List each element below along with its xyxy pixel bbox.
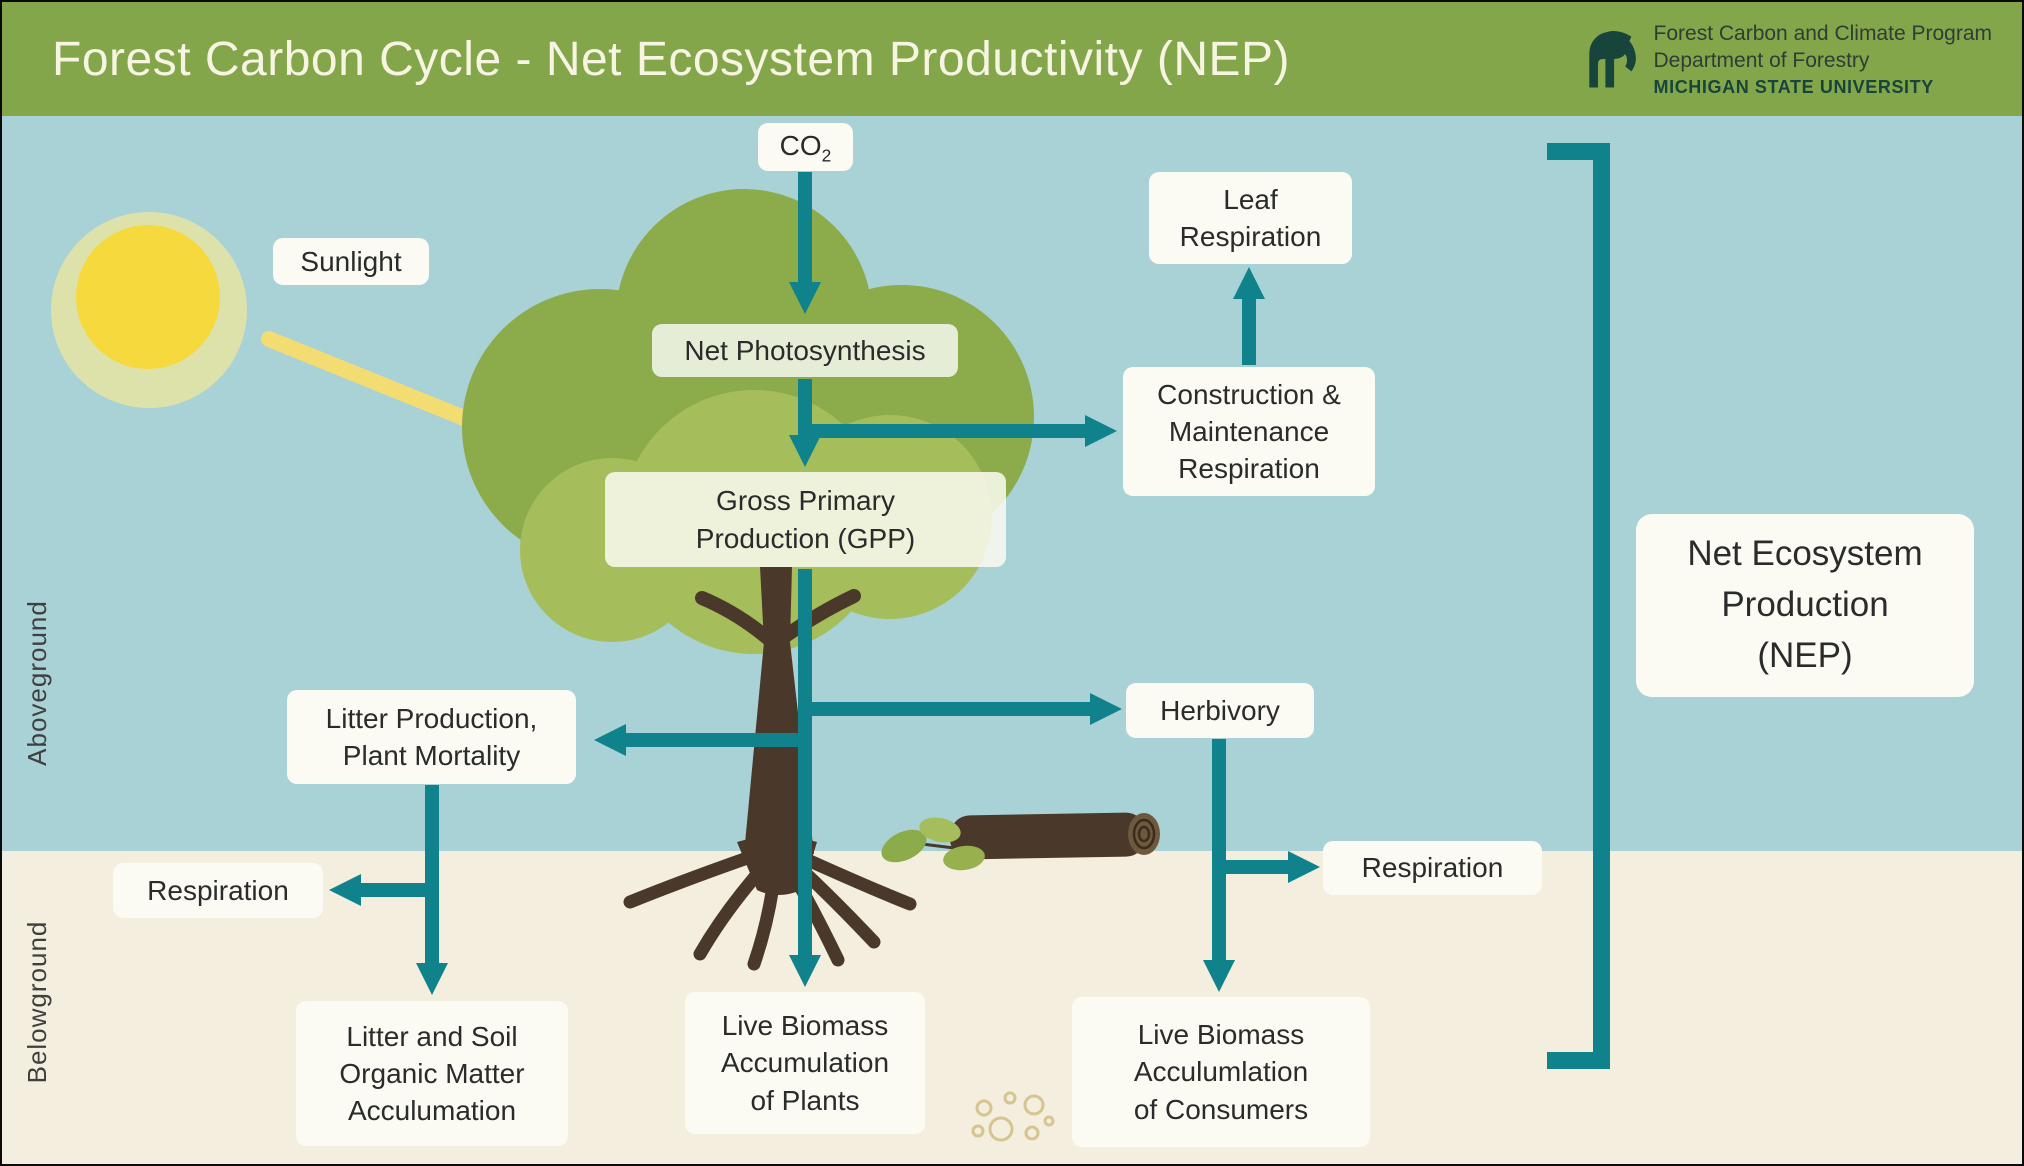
construction-line: Construction & bbox=[1157, 378, 1341, 410]
litter-production-label: Litter Production, Plant Mortality bbox=[287, 690, 576, 784]
gpp-label: Gross Primary Production (GPP) bbox=[605, 472, 1006, 567]
nep-line: Production bbox=[1721, 585, 1889, 625]
consumers-biomass-line: Acculumlation bbox=[1133, 1056, 1309, 1088]
net-photosynthesis-text: Net Photosynthesis bbox=[684, 334, 926, 366]
co2-label: CO2 bbox=[758, 123, 853, 171]
litter-production-line: Plant Mortality bbox=[342, 740, 521, 771]
herbivory-label: Herbivory bbox=[1126, 683, 1314, 738]
litter-soil-organic-matter-label: Litter and Soil Organic Matter Acculumat… bbox=[296, 1001, 568, 1146]
plants-biomass-line: Accumulation bbox=[720, 1047, 890, 1079]
herbivory-text: Herbivory bbox=[1160, 694, 1280, 726]
soil-respiration-label: Respiration bbox=[113, 863, 323, 918]
msu-logo-block: Forest Carbon and Climate Program Depart… bbox=[1583, 20, 1992, 99]
consumer-respiration-text: Respiration bbox=[1361, 852, 1504, 884]
sunlight-label: Sunlight bbox=[273, 238, 429, 285]
consumers-biomass-line: Live Biomass bbox=[1137, 1019, 1305, 1051]
gpp-text-line: Gross Primary bbox=[716, 485, 895, 517]
nep-line: (NEP) bbox=[1757, 635, 1853, 675]
msu-spartan-icon bbox=[1588, 31, 1636, 88]
live-biomass-consumers-label: Live Biomass Acculumlation of Consumers bbox=[1072, 997, 1370, 1147]
sunlight-text: Sunlight bbox=[300, 245, 402, 277]
leaf-respiration-line: Leaf bbox=[1223, 183, 1278, 215]
co2-text: CO2 bbox=[779, 129, 832, 166]
litter-soil-line: Acculumation bbox=[347, 1095, 517, 1127]
belowground-label: Belowground bbox=[22, 920, 52, 1084]
consumers-biomass-line: of Consumers bbox=[1133, 1093, 1309, 1125]
construction-line: Respiration bbox=[1178, 453, 1320, 485]
litter-soil-line: Organic Matter bbox=[339, 1057, 525, 1089]
consumer-respiration-label: Respiration bbox=[1323, 841, 1542, 895]
construction-maintenance-respiration-label: Construction & Maintenance Respiration bbox=[1123, 367, 1375, 496]
plants-biomass-line: of Plants bbox=[750, 1084, 860, 1116]
litter-production-line: Litter Production, bbox=[325, 702, 538, 734]
net-photosynthesis-label: Net Photosynthesis bbox=[652, 324, 958, 377]
gpp-text-line: Production (GPP) bbox=[695, 522, 916, 554]
leaf-respiration-line: Respiration bbox=[1179, 221, 1322, 252]
logo-text: Forest Carbon and Climate Program Depart… bbox=[1654, 20, 1992, 99]
department-name: Department of Forestry bbox=[1653, 49, 1870, 72]
aboveground-label: Aboveground bbox=[22, 600, 52, 766]
nep-line: Net Ecosystem bbox=[1687, 534, 1923, 574]
header-bar: Forest Carbon Cycle - Net Ecosystem Prod… bbox=[2, 2, 2022, 116]
program-name: Forest Carbon and Climate Program bbox=[1653, 21, 1992, 45]
live-biomass-plants-label: Live Biomass Accumulation of Plants bbox=[685, 992, 925, 1134]
page-title: Forest Carbon Cycle - Net Ecosystem Prod… bbox=[52, 32, 1290, 86]
litter-soil-line: Litter and Soil bbox=[346, 1020, 518, 1052]
soil-respiration-text: Respiration bbox=[147, 874, 289, 906]
university-name: MICHIGAN STATE UNIVERSITY bbox=[1653, 77, 1934, 98]
plants-biomass-line: Live Biomass bbox=[721, 1010, 889, 1042]
construction-line: Maintenance bbox=[1168, 415, 1330, 447]
leaf-respiration-label: Leaf Respiration bbox=[1149, 172, 1352, 264]
nep-label: Net Ecosystem Production (NEP) bbox=[1636, 514, 1974, 697]
